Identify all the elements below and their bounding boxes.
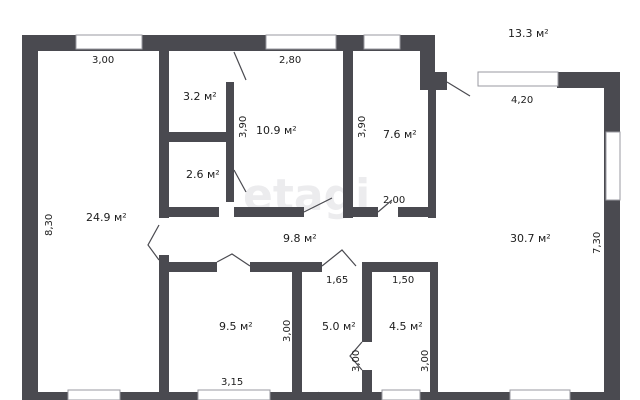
room-area-bath: 5.0 м² (322, 320, 356, 333)
room-area-left: 24.9 м² (86, 211, 127, 224)
dimension-label: 3,00 (420, 350, 431, 372)
room-area-middle: 10.9 м² (256, 124, 297, 137)
room-area-terrace: 13.3 м² (508, 27, 549, 40)
room-area-right-small: 7.6 м² (383, 128, 417, 141)
room-area-big: 30.7 м² (510, 232, 551, 245)
room-area-small-top: 3.2 м² (183, 90, 217, 103)
dimension-label: 3,90 (357, 116, 368, 138)
room-area-hall: 9.8 м² (283, 232, 317, 245)
dimension-label: 3,00 (351, 350, 362, 372)
room-areas: 24.9 м² 3.2 м² 2.6 м² 10.9 м² 7.6 м² 9.8… (86, 27, 551, 333)
dimension-label: 1,50 (392, 275, 414, 286)
room-area-bottom-left: 9.5 м² (219, 320, 253, 333)
dimension-label: 8,30 (44, 214, 55, 236)
room-area-wc: 4.5 м² (389, 320, 423, 333)
dimension-label: 3,90 (238, 116, 249, 138)
dimension-label: 2,80 (279, 55, 301, 66)
dimension-label: 7,30 (592, 232, 603, 254)
dimension-label: 1,65 (326, 275, 348, 286)
room-area-small-bottom: 2.6 м² (186, 168, 220, 181)
doors (147, 51, 471, 400)
windows (67, 34, 621, 400)
dimension-label: 3,15 (221, 377, 243, 388)
dimension-label: 3,00 (282, 320, 293, 342)
dimension-label: 3,00 (92, 55, 114, 66)
dimensions: 3,00 2,80 4,20 8,30 3,90 3,90 2,00 7,30 … (44, 55, 603, 388)
dimension-label: 2,00 (383, 195, 405, 206)
dimension-label: 4,20 (511, 95, 533, 106)
